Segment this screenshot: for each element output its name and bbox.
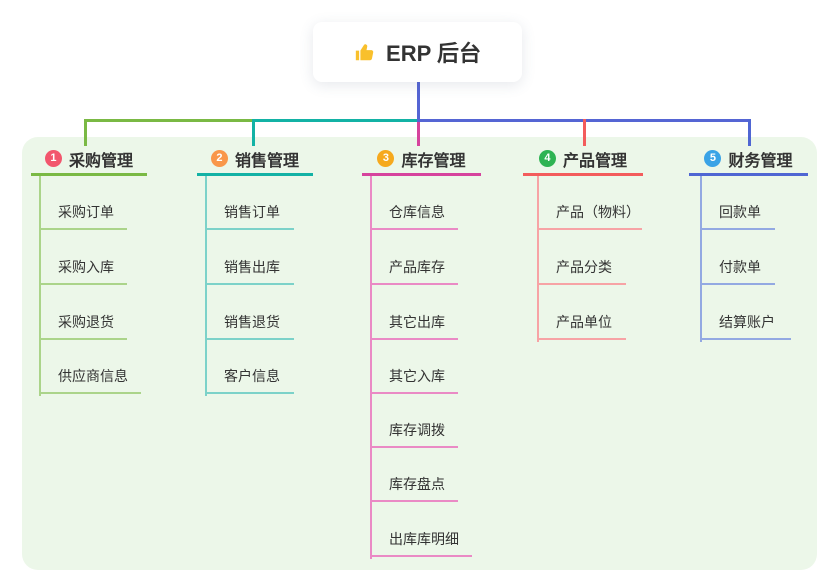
child-node-sales-3[interactable]: 客户信息: [205, 362, 294, 394]
branch-badge-purchase: 1: [44, 150, 62, 167]
branch-connector-sales: [252, 119, 255, 146]
branches-panel: [22, 137, 817, 570]
child-node-product-2[interactable]: 产品单位: [537, 308, 626, 340]
branch-spine-inventory: [370, 176, 372, 559]
root-node[interactable]: ERP 后台: [313, 22, 522, 82]
child-node-inventory-3[interactable]: 其它入库: [370, 362, 458, 394]
child-node-finance-0[interactable]: 回款单: [700, 198, 775, 230]
branch-label-inventory: 库存管理: [401, 152, 466, 170]
branch-header-finance[interactable]: 5 财务管理: [689, 144, 808, 176]
branch-connector-finance: [748, 119, 751, 146]
root-label: ERP 后台: [386, 41, 481, 66]
bus-line-sales-root: [252, 119, 420, 122]
branch-label-finance: 财务管理: [728, 152, 793, 170]
child-node-inventory-2[interactable]: 其它出库: [370, 308, 458, 340]
root-stem-line: [417, 82, 420, 122]
branch-label-purchase: 采购管理: [68, 152, 133, 170]
child-node-product-1[interactable]: 产品分类: [537, 253, 626, 285]
branch-badge-finance: 5: [704, 150, 722, 167]
child-node-finance-2[interactable]: 结算账户: [700, 308, 791, 340]
branch-label-sales: 销售管理: [234, 152, 299, 170]
branch-header-sales[interactable]: 2 销售管理: [197, 144, 313, 176]
child-node-finance-1[interactable]: 付款单: [700, 253, 775, 285]
branch-header-product[interactable]: 4 产品管理: [523, 144, 643, 176]
branch-label-product: 产品管理: [562, 152, 627, 170]
branch-badge-sales: 2: [210, 150, 228, 167]
child-node-inventory-0[interactable]: 仓库信息: [370, 198, 458, 230]
child-node-purchase-3[interactable]: 供应商信息: [39, 362, 141, 394]
child-node-inventory-1[interactable]: 产品库存: [370, 253, 458, 285]
child-node-sales-0[interactable]: 销售订单: [205, 198, 294, 230]
child-node-inventory-5[interactable]: 库存盘点: [370, 470, 458, 502]
branch-header-purchase[interactable]: 1 采购管理: [31, 144, 147, 176]
child-node-purchase-1[interactable]: 采购入库: [39, 253, 127, 285]
branch-header-inventory[interactable]: 3 库存管理: [362, 144, 481, 176]
child-node-inventory-6[interactable]: 出库库明细: [370, 525, 472, 557]
child-node-sales-2[interactable]: 销售退货: [205, 308, 294, 340]
branch-badge-product: 4: [538, 150, 556, 167]
bus-line-purchase-sales: [84, 119, 255, 122]
child-node-sales-1[interactable]: 销售出库: [205, 253, 294, 285]
branch-connector-purchase: [84, 119, 87, 146]
branch-spine-sales: [205, 176, 207, 396]
thumbs-up-icon: [354, 41, 376, 63]
branch-spine-purchase: [39, 176, 41, 396]
branch-connector-inventory: [417, 122, 420, 146]
branch-spine-finance: [700, 176, 702, 342]
child-node-inventory-4[interactable]: 库存调拨: [370, 416, 458, 448]
branch-badge-inventory: 3: [377, 150, 395, 167]
child-node-product-0[interactable]: 产品（物料）: [537, 198, 642, 230]
branch-spine-product: [537, 176, 539, 342]
branch-connector-product: [583, 119, 586, 146]
child-node-purchase-0[interactable]: 采购订单: [39, 198, 127, 230]
child-node-purchase-2[interactable]: 采购退货: [39, 308, 127, 340]
